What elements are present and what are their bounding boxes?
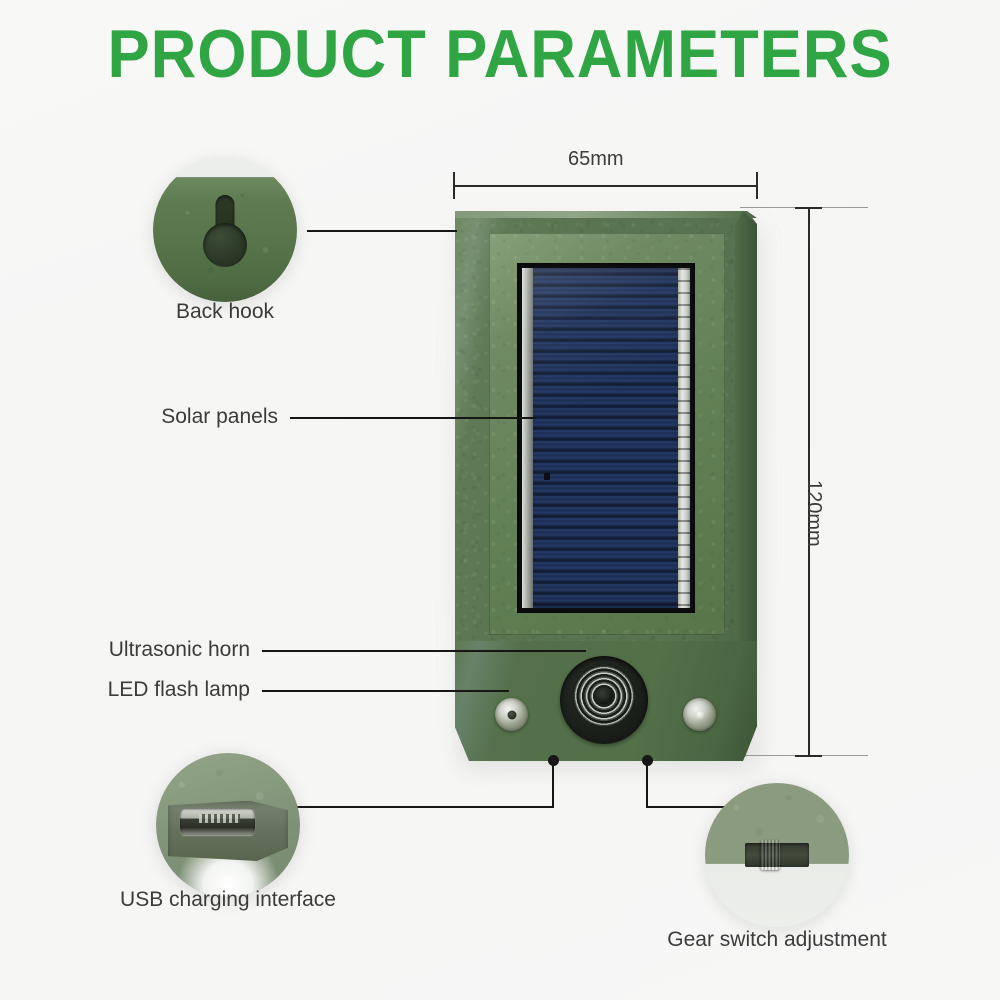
inset-gear-switch	[705, 783, 849, 927]
inset-usb-charging	[156, 753, 300, 897]
callout-label-led-flash-lamp: LED flash lamp	[107, 678, 250, 701]
led-flash-lamp-left	[495, 698, 528, 731]
leader-led-flash-lamp	[262, 690, 509, 692]
leader-gear-switch-horizontal	[646, 806, 756, 808]
leader-back-hook	[307, 230, 457, 232]
callout-label-solar-panels: Solar panels	[161, 405, 278, 428]
solar-panel-glare	[522, 268, 690, 608]
leader-usb-vertical	[552, 760, 554, 808]
solar-panel-busbar-right	[678, 268, 690, 608]
solar-panel-busbar-left	[522, 268, 533, 608]
dimension-width-tick-right	[756, 172, 758, 199]
inset-back-hook	[153, 158, 297, 302]
dimension-height-tick-bottom	[795, 755, 822, 757]
solar-panel	[522, 268, 690, 608]
ultrasonic-horn	[560, 656, 648, 744]
leader-usb-horizontal	[296, 806, 554, 808]
solar-panel-well	[517, 263, 695, 613]
keyhole-hook-icon	[202, 195, 248, 268]
dimension-width-tick-left	[453, 172, 455, 199]
device-right-bevel	[735, 211, 757, 757]
slide-switch-icon[interactable]	[759, 839, 780, 871]
callout-label-ultrasonic-horn: Ultrasonic horn	[108, 638, 250, 661]
leader-ultrasonic-horn	[262, 650, 586, 652]
callout-label-usb-charging: USB charging interface	[120, 888, 336, 911]
device-top-bevel	[455, 211, 757, 218]
product-device	[455, 211, 757, 767]
dimension-height-line	[808, 207, 810, 756]
gear-switch-recess	[745, 843, 809, 867]
led-flash-lamp-right	[683, 698, 716, 731]
keyhole-round	[203, 223, 247, 268]
page-title: PRODUCT PARAMETERS	[107, 16, 893, 92]
solar-panel-marker	[544, 473, 550, 480]
ultrasonic-horn-center	[595, 687, 613, 705]
dimension-height-label: 120mm	[803, 480, 825, 547]
solar-panel-frame	[489, 233, 725, 635]
callout-label-gear-switch: Gear switch adjustment	[667, 928, 887, 951]
dimension-height-tick-top	[795, 207, 822, 209]
dimension-width-line	[453, 185, 758, 187]
usb-pins	[199, 814, 240, 823]
leader-gear-switch-vertical	[646, 760, 648, 808]
leader-solar-panels	[290, 417, 536, 419]
dimension-width-label: 65mm	[568, 148, 624, 170]
callout-label-back-hook: Back hook	[175, 300, 275, 323]
